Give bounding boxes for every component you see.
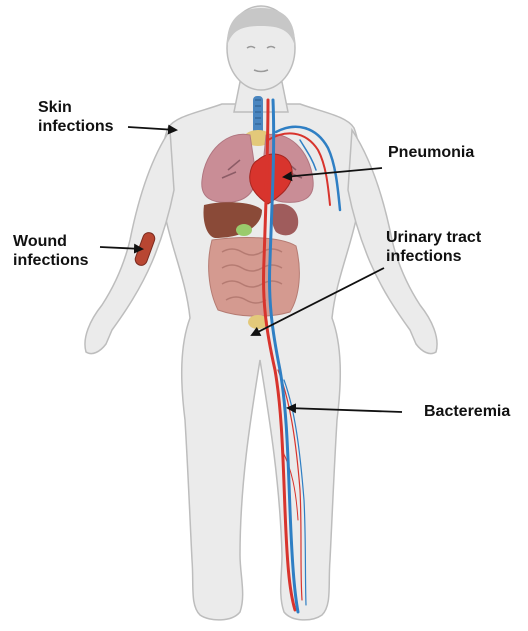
label-wound-line1: Wound (13, 232, 89, 251)
head (227, 6, 295, 90)
label-skin-infections: Skin infections (38, 98, 114, 136)
label-skin-line2: infections (38, 117, 114, 136)
label-skin-line1: Skin (38, 98, 114, 117)
intestines (209, 238, 300, 317)
label-wound-infections: Wound infections (13, 232, 89, 270)
label-urinary-tract-infections: Urinary tract infections (386, 228, 481, 266)
label-urinary-line1: Urinary tract (386, 228, 481, 247)
label-wound-line2: infections (13, 251, 89, 270)
label-pneumonia: Pneumonia (388, 143, 474, 162)
label-bacteremia: Bacteremia (424, 402, 510, 421)
label-urinary-line2: infections (386, 247, 481, 266)
label-pneumonia-line1: Pneumonia (388, 143, 474, 162)
label-bacteremia-line1: Bacteremia (424, 402, 510, 421)
abdominal-organs (203, 202, 298, 238)
